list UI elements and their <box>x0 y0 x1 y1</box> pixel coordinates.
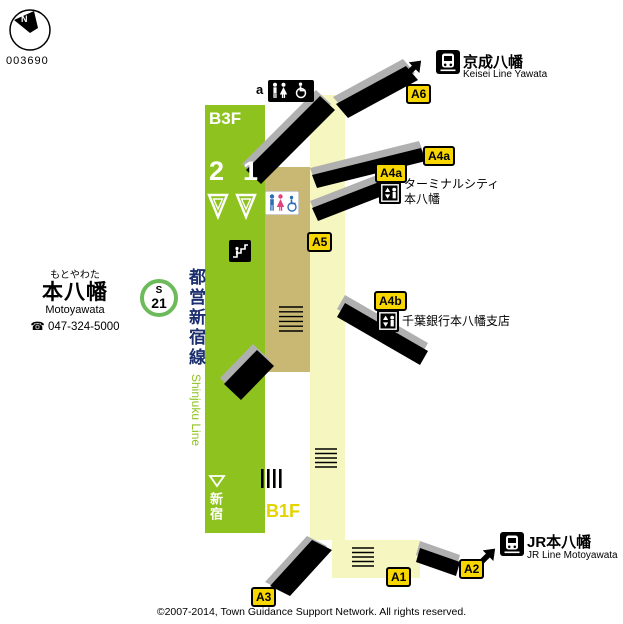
line-letter: S <box>155 285 163 296</box>
direction-shinjuku-label: 新宿 <box>208 492 223 522</box>
station-name: 本八幡 <box>42 281 108 304</box>
station-info-block: もとやわた 本八幡 Motoyawata ☎ 047-324-5000 <box>14 266 136 333</box>
station-number: 21 <box>151 295 167 311</box>
copyright-notice: ©2007-2014, Town Guidance Support Networ… <box>156 606 467 618</box>
platform-triangle-2-icon <box>206 192 230 221</box>
compass-north-label: N <box>21 14 28 24</box>
exit-badge-a1: A1 <box>386 567 412 587</box>
landmark-chiba-bank: 千葉銀行本八幡支店 <box>402 314 511 328</box>
platform-number-1: 1 <box>243 156 259 186</box>
escalator-icon <box>229 240 251 262</box>
jr-station-name-en: JR Line Motoyawata <box>527 550 618 561</box>
floor-label-b1f: B1F <box>266 501 301 521</box>
map-id: 003690 <box>6 55 49 67</box>
concourse-corridor-b1f <box>310 95 345 540</box>
station-name-kana: もとやわた <box>50 270 100 281</box>
exit-badge-a6: A6 <box>406 84 432 104</box>
jr-station-name: JR本八幡 <box>527 534 592 551</box>
compass-icon: N <box>8 8 52 52</box>
elevator-a4a-icon <box>379 182 401 204</box>
exit-badge-a4a-street: A4a <box>423 146 456 166</box>
restroom-point-label: a <box>256 82 264 97</box>
station-number-badge: S 21 <box>140 279 178 317</box>
keisei-train-icon <box>436 50 460 74</box>
shinjuku-line-en-label: Shinjuku Line <box>189 374 203 447</box>
exit-badge-a4a-elevator: A4a <box>375 163 408 183</box>
floor-label-b3f: B3F <box>209 109 242 128</box>
keisei-station-name: 京成八幡 <box>463 54 524 71</box>
platform-number-2: 2 <box>209 156 225 186</box>
platform-triangle-1-icon <box>234 192 258 221</box>
jr-train-icon <box>500 532 524 556</box>
restroom-icon <box>264 190 300 216</box>
landmark-terminal-city-line2: 本八幡 <box>404 192 441 206</box>
accessible-restroom-icon <box>268 80 314 102</box>
keisei-station-name-en: Keisei Line Yawata <box>463 69 548 80</box>
elevator-a4b-icon <box>377 310 399 332</box>
station-phone: ☎ 047-324-5000 <box>30 321 120 334</box>
exit-badge-a2: A2 <box>459 559 485 579</box>
exit-badge-a4b: A4b <box>374 291 407 311</box>
landmark-terminal-city-line1: ターミナルシティ <box>404 177 500 191</box>
ramp-exit-a2 <box>416 541 460 576</box>
toei-shinjuku-line-label: 都営新宿線 <box>186 268 205 368</box>
exit-badge-a3: A3 <box>251 587 277 607</box>
station-name-en: Motoyawata <box>45 304 105 317</box>
direction-triangle-icon <box>208 474 226 488</box>
keisei-arrow-icon <box>400 54 426 80</box>
exit-badge-a5: A5 <box>307 232 333 252</box>
